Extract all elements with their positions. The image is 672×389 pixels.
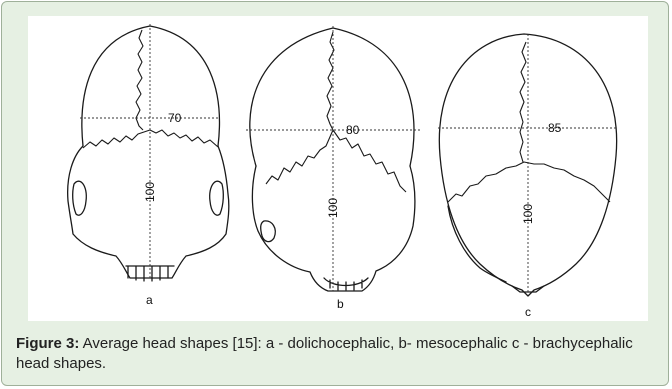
skull-c-brachycephalic: 85 100 c — [438, 34, 618, 319]
skull-c-letter: c — [525, 305, 531, 319]
skull-c-length-value: 100 — [521, 204, 535, 224]
skull-c-width-value: 85 — [548, 121, 562, 135]
skull-a-lambdoid-suture — [83, 130, 218, 148]
skull-b-length-value: 100 — [326, 198, 340, 218]
figure-caption-label: Figure 3: — [16, 335, 79, 352]
skull-a-width-value: 70 — [168, 111, 182, 125]
skull-a-dolichocephalic: 70 100 a — [68, 24, 229, 307]
skull-b-width-value: 80 — [346, 123, 360, 137]
figure-panel: 70 100 a 80 100 b — [28, 16, 648, 321]
skull-a-right-zygomatic — [210, 181, 224, 215]
skull-b-lower-outline — [252, 166, 415, 291]
skull-b-left-zygomatic — [261, 221, 276, 242]
skull-b-coronal-suture — [266, 130, 406, 192]
skull-a-vault-outline — [82, 26, 220, 146]
skull-a-left-zygomatic — [73, 181, 87, 215]
skull-c-left-parietal-line — [448, 206, 506, 282]
skull-a-length-value: 100 — [143, 182, 157, 202]
skull-b-vault-outline — [250, 28, 414, 166]
figure-caption-text: Average head shapes [15]: a - dolichocep… — [16, 335, 633, 372]
skull-c-outline — [439, 34, 616, 296]
skull-b-mesocephalic: 80 100 b — [246, 26, 420, 311]
head-shapes-diagram: 70 100 a 80 100 b — [28, 16, 648, 321]
skull-b-teeth — [324, 278, 368, 290]
skull-a-letter: a — [146, 293, 153, 307]
skull-c-lambdoid-suture — [448, 162, 610, 202]
skull-a-lower-outline — [68, 146, 229, 278]
skull-b-letter: b — [337, 297, 344, 311]
figure-caption: Figure 3: Average head shapes [15]: a - … — [16, 334, 661, 374]
skull-c-sagittal-suture — [520, 42, 526, 162]
skull-a-sagittal-suture — [136, 30, 143, 130]
